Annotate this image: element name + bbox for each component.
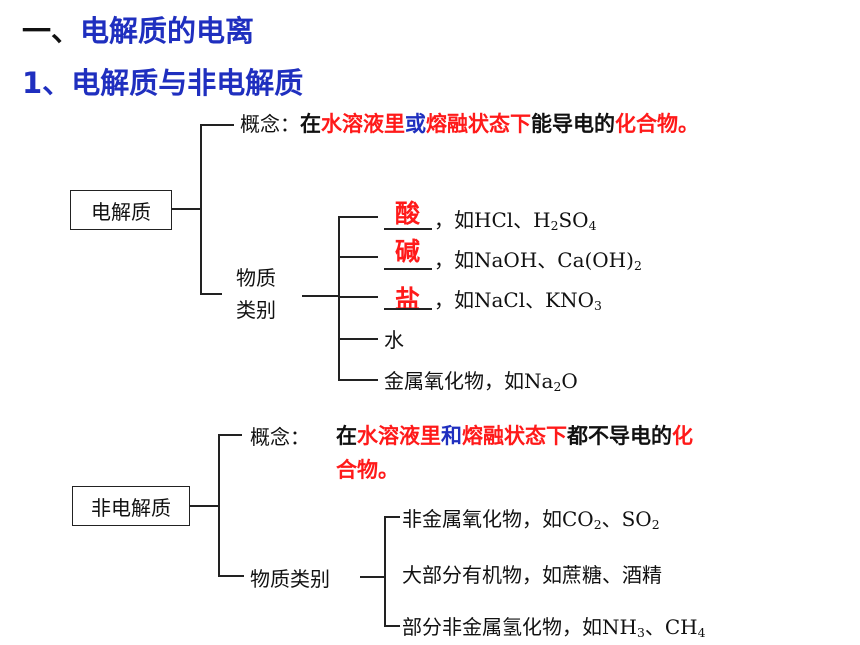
subscript: 4	[588, 218, 597, 234]
subscript: 2	[651, 517, 660, 533]
tree-line	[338, 338, 378, 340]
subscript: 2	[593, 517, 602, 533]
answer-base: 碱	[395, 237, 421, 266]
electrolyte-box: 电解质	[70, 190, 172, 230]
tree-line	[218, 434, 242, 436]
tree-line	[384, 516, 386, 626]
tree-line	[218, 575, 244, 577]
electrolyte-concept: 概念：在水溶液里或熔融状态下能导电的化合物。	[240, 108, 699, 138]
water-item: 水	[384, 328, 404, 352]
concept-keyword: 熔融状态下	[426, 112, 531, 136]
example-text: 部分非金属氢化物，如NH	[402, 615, 637, 639]
nonelectrolyte-box-label: 非电解质	[91, 495, 171, 520]
example-text: 、CH	[644, 615, 698, 639]
tree-line	[384, 516, 400, 518]
concept-label: 概念：	[250, 425, 310, 449]
subscript: 3	[636, 625, 645, 641]
concept-connector: 和	[441, 424, 462, 448]
section-title: 电解质的电离	[80, 14, 255, 48]
electrolyte-box-label: 电解质	[91, 199, 151, 224]
example-text: ，如HCl、H	[434, 208, 551, 232]
concept-text: 在	[336, 424, 357, 448]
subsection-title: 电解质与非电解质	[71, 66, 304, 100]
section-heading: 一、电解质的电离	[22, 8, 254, 50]
subscript: 2	[550, 218, 559, 234]
tree-line	[171, 208, 201, 210]
tree-line	[200, 124, 234, 126]
answer-salt: 盐	[395, 285, 421, 314]
section-number: 一、	[22, 14, 81, 48]
metal-oxide-item: 金属氧化物，如Na2O	[384, 365, 578, 394]
organic-item: 大部分有机物，如蔗糖、酒精	[402, 563, 662, 587]
tree-line	[200, 293, 222, 295]
concept-keyword: 水溶液里	[357, 424, 441, 448]
concept-keyword: 水溶液里	[321, 112, 405, 136]
example-salt: ，如NaCl、KNO3	[434, 284, 602, 313]
concept-keyword: 化合物。	[615, 112, 699, 136]
concept-text: 在	[300, 112, 321, 136]
tree-line	[200, 124, 202, 294]
subscript: 2	[553, 379, 562, 395]
example-text: SO	[558, 208, 589, 232]
tree-line	[189, 505, 219, 507]
nonmetal-oxide-item: 非金属氧化物，如CO2、SO2	[402, 503, 660, 532]
tree-line	[384, 625, 400, 627]
category-label: 物质 类别	[236, 262, 276, 326]
answer-blank-line	[384, 308, 432, 310]
subscript: 2	[633, 258, 642, 274]
hydride-item: 部分非金属氢化物，如NH3、CH4	[402, 611, 705, 640]
example-text: ，如NaCl、KNO	[434, 288, 594, 312]
example-text: 非金属氧化物，如CO	[402, 507, 594, 531]
concept-keyword: 熔融状态下	[462, 424, 567, 448]
example-acid: ，如HCl、H2SO4	[434, 204, 596, 233]
answer-acid: 酸	[395, 199, 421, 228]
category-label-line: 类别	[236, 298, 276, 322]
tree-line	[338, 379, 378, 381]
tree-line	[338, 216, 378, 218]
answer-blank-line	[384, 228, 432, 230]
answer-blank-line	[384, 268, 432, 270]
concept-connector: 或	[405, 112, 426, 136]
tree-line	[338, 216, 340, 380]
example-base: ，如NaOH、Ca(OH)2	[434, 244, 642, 273]
example-text: 、SO	[601, 507, 652, 531]
nonelectrolyte-concept: 在水溶液里和熔融状态下都不导电的化 合物。	[336, 419, 693, 487]
nonelectrolyte-box: 非电解质	[72, 486, 190, 526]
example-text: O	[561, 369, 578, 393]
tree-line	[302, 295, 338, 297]
tree-line	[338, 296, 378, 298]
concept-keyword: 化	[672, 424, 693, 448]
tree-line	[360, 576, 384, 578]
subscript: 4	[697, 625, 706, 641]
concept-text: 能导电的	[531, 112, 615, 136]
concept-text: 都不导电的	[567, 424, 672, 448]
concept-keyword: 合物。	[336, 458, 399, 482]
example-text: ，如NaOH、Ca(OH)	[434, 248, 634, 272]
category-label: 物质类别	[250, 567, 330, 591]
concept-label: 概念：	[240, 112, 300, 136]
tree-line	[338, 256, 378, 258]
subscript: 3	[593, 298, 602, 314]
tree-line	[218, 434, 220, 576]
example-text: 金属氧化物，如Na	[384, 369, 554, 393]
category-label-line: 物质	[236, 266, 276, 290]
subsection-heading: 1、电解质与非电解质	[22, 60, 303, 102]
subsection-number: 1、	[22, 66, 72, 100]
